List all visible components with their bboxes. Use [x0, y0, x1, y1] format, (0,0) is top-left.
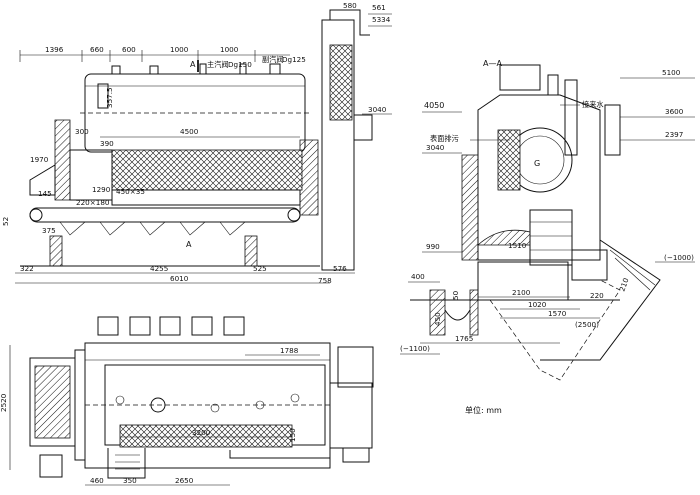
svg-text:G: G	[534, 159, 540, 168]
dim-1788: 1788	[280, 346, 299, 355]
dim-210: 210	[617, 276, 630, 292]
safety-valve-size: Dg125	[282, 55, 306, 64]
callout-feedwater: 接来水	[582, 100, 604, 109]
dim-1290: 1290	[92, 185, 111, 194]
dim-2100: 2100	[512, 288, 531, 297]
level-3040-right: 3040	[426, 143, 445, 152]
level-5100: 5100	[662, 68, 681, 77]
dim-top-1396: 1396	[45, 45, 64, 54]
dim-top-1000a: 1000	[170, 45, 189, 54]
furnace-casing	[477, 94, 601, 261]
dim-minus-1000: (−1000)	[664, 253, 694, 262]
dim-357-5: 357.5	[105, 87, 114, 108]
section-view: A—A G 5100 3600 2397 4050 3040 990	[400, 59, 695, 415]
section-mark-top: A	[190, 60, 196, 69]
dim-1510: 1510	[508, 241, 527, 250]
flue-column	[321, 19, 355, 271]
dim-561: 561	[372, 3, 386, 12]
chain-grate	[29, 207, 301, 223]
air-box	[529, 209, 573, 266]
level-990: 990	[426, 242, 440, 251]
callout-surface-blowdown: 表面排污	[430, 134, 459, 143]
dim-6010: 6010	[170, 274, 189, 283]
coal-hopper	[29, 164, 56, 196]
dim-576: 576	[333, 264, 347, 273]
dim-top-1000b: 1000	[220, 45, 239, 54]
dim-300: 300	[75, 127, 89, 136]
dim-1765: 1765	[455, 334, 473, 343]
plan-boiler-body	[84, 342, 331, 469]
level-2397: 2397	[665, 130, 683, 139]
dim-5334: 5334	[372, 15, 391, 24]
dim-3040-left: 3040	[368, 105, 387, 114]
dim-2500-paren: (2500)	[575, 320, 599, 329]
dim-top-660: 660	[90, 45, 104, 54]
dim-1970: 1970	[30, 155, 49, 164]
dim-220x180: 220×180	[76, 198, 110, 207]
main-steam-valve-label: 主汽阀	[207, 60, 229, 69]
dim-4255: 4255	[150, 264, 168, 273]
furnace-tube-bank	[111, 149, 303, 191]
dim-50: 50	[451, 290, 460, 300]
plan-view: 1788 2520 3200 460 350 2650 150	[0, 316, 374, 486]
dim-2650: 2650	[175, 476, 194, 485]
dim-460: 460	[90, 476, 104, 485]
dim-1020: 1020	[528, 300, 547, 309]
dim-150: 150	[288, 428, 297, 442]
section-mark-bottom: A	[186, 240, 192, 249]
dim-450: 450	[433, 312, 442, 326]
dim-1570: 1570	[548, 309, 567, 318]
level-3600: 3600	[665, 107, 684, 116]
dim-52: 52	[1, 217, 10, 226]
unit-note: 单位: mm	[465, 405, 502, 415]
dim-375: 375	[42, 226, 56, 235]
dim-350: 350	[123, 476, 137, 485]
dim-220: 220	[590, 291, 604, 300]
dim-minus-1100: (−1100)	[400, 344, 430, 353]
dim-758: 758	[318, 276, 332, 285]
dim-580: 580	[343, 1, 357, 10]
section-title: A—A	[483, 59, 502, 68]
dim-525: 525	[253, 264, 267, 273]
dim-322: 322	[20, 264, 34, 273]
plan-slag-conveyor	[119, 424, 293, 448]
dim-4500: 4500	[180, 127, 199, 136]
level-400: 400	[411, 272, 425, 281]
dim-145: 145	[38, 189, 52, 198]
dim-450x35: 450×35	[116, 187, 145, 196]
level-4050: 4050	[424, 101, 444, 110]
dim-top-600: 600	[122, 45, 136, 54]
dim-390: 390	[100, 139, 114, 148]
elevation-view: 1396 660 600 1000 1000 A 主汽阀 Dg150 副汽阀 D…	[1, 1, 392, 285]
dim-2520: 2520	[0, 393, 8, 412]
safety-valve-label: 副汽阀	[262, 55, 284, 64]
dim-3200: 3200	[192, 428, 211, 437]
